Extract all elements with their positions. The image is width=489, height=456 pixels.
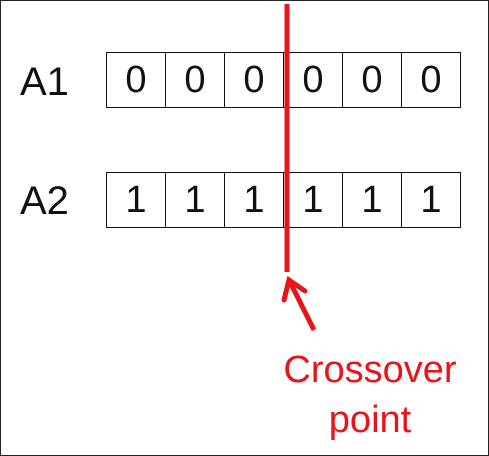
bit-array-a2: 1 1 1 1 1 1 [106,172,461,228]
bit-cell: 1 [402,172,461,228]
bit-cell: 1 [166,172,225,228]
bit-array-a1: 0 0 0 0 0 0 [106,52,461,108]
bit-cell: 0 [343,52,402,108]
caption-line-1: Crossover [283,349,457,391]
row-label-a2: A2 [20,179,69,223]
row-label-a1: A1 [20,60,69,104]
arrow-head-icon [281,275,308,303]
caption-line-2: point [328,399,412,441]
bit-cell: 1 [107,172,166,228]
bit-cell: 0 [107,52,166,108]
bit-cell: 1 [225,172,284,228]
bit-cell: 0 [402,52,461,108]
bit-cell: 0 [225,52,284,108]
bit-cell: 1 [343,172,402,228]
bit-cell: 0 [284,52,343,108]
bit-cell: 1 [284,172,343,228]
arrow-shaft [288,282,317,332]
bit-cell: 0 [166,52,225,108]
